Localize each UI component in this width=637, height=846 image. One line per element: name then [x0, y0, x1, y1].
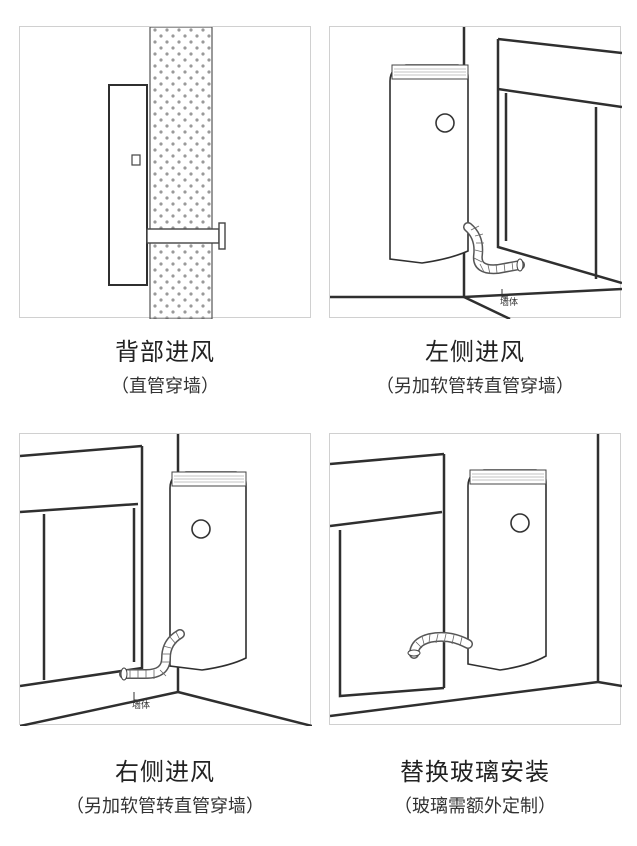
- panel-title: 左侧进风: [425, 338, 525, 366]
- panel-title: 右侧进风: [115, 758, 215, 786]
- wall-section: [149, 27, 213, 319]
- caption-right-intake: 右侧进风 （另加软管转直管穿墙）: [19, 748, 311, 828]
- panel-title: 替换玻璃安装: [400, 758, 550, 786]
- diagram-glass-replacement: [329, 433, 622, 725]
- rear-intake-illustration: [108, 27, 226, 319]
- left-intake-illustration: 墙体: [330, 27, 622, 319]
- diagram-right-intake: 墙体: [19, 433, 312, 726]
- right-intake-illustration: 墙体: [20, 434, 312, 726]
- panel-title: 背部进风: [115, 338, 215, 366]
- caption-left-intake: 左侧进风 （另加软管转直管穿墙）: [329, 328, 621, 408]
- purifier-unit: [467, 469, 547, 671]
- caption-rear-intake: 背部进风 （直管穿墙）: [19, 328, 311, 408]
- panel-subtitle: （另加软管转直管穿墙）: [376, 376, 574, 397]
- pipe-flange: [218, 222, 226, 250]
- panel-subtitle: （玻璃需额外定制）: [394, 796, 556, 817]
- panel-subtitle: （另加软管转直管穿墙）: [66, 796, 264, 817]
- purifier-unit: [169, 471, 247, 671]
- indicator: [131, 154, 141, 166]
- panel-subtitle: （直管穿墙）: [111, 376, 219, 397]
- diagram-rear-intake: [19, 26, 311, 319]
- hose-end: [407, 649, 421, 657]
- control-knob: [435, 113, 455, 133]
- wall-label: 墙体: [132, 699, 150, 711]
- hose-end: [120, 667, 128, 681]
- diagram-left-intake: 墙体: [329, 26, 622, 319]
- purifier-unit: [389, 64, 469, 264]
- caption-glass-replacement: 替换玻璃安装 （玻璃需额外定制）: [329, 748, 621, 828]
- control-knob: [510, 513, 530, 533]
- purifier-unit-side: [108, 84, 148, 286]
- control-knob: [191, 519, 211, 539]
- wall-label: 墙体: [500, 296, 518, 308]
- glass-replacement-illustration: [330, 434, 622, 718]
- hose-end: [516, 258, 524, 272]
- straight-pipe: [146, 228, 220, 244]
